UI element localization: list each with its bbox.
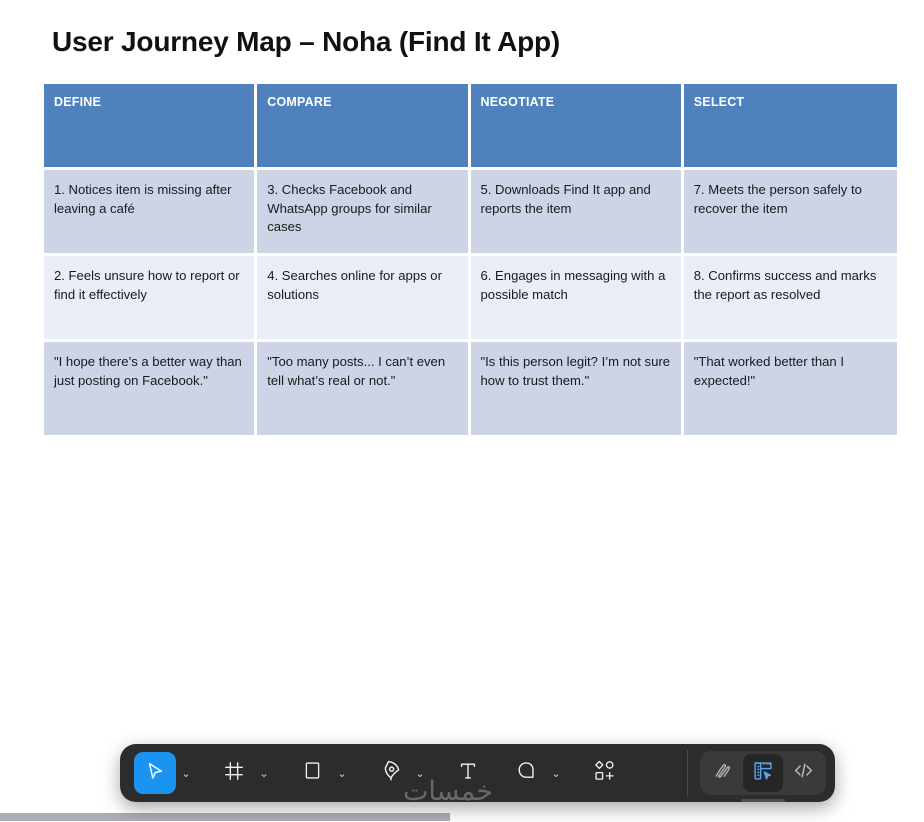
text-tool-button[interactable] bbox=[448, 753, 488, 793]
column-header-compare: COMPARE bbox=[257, 84, 471, 170]
pen-icon bbox=[379, 759, 402, 787]
table-cell: 6. Engages in messaging with a possible … bbox=[470, 256, 684, 342]
table-cell-quote: "Too many posts... I can’t even tell wha… bbox=[257, 342, 471, 435]
horizontal-scrollbar[interactable] bbox=[0, 812, 924, 822]
rectangle-tool-button[interactable] bbox=[292, 753, 332, 793]
toolbar-drag-handle[interactable] bbox=[741, 799, 785, 802]
table-cell: 5. Downloads Find It app and reports the… bbox=[470, 170, 684, 256]
comment-bubble-icon bbox=[515, 760, 537, 787]
table-row: "I hope there’s a better way than just p… bbox=[44, 342, 897, 435]
frame-tool-dropdown[interactable]: ⌄ bbox=[259, 767, 269, 780]
move-tool-dropdown[interactable]: ⌄ bbox=[181, 767, 191, 780]
scribble-icon bbox=[712, 760, 734, 787]
toolbar-divider bbox=[687, 750, 688, 796]
toolbar-primary-group: ⌄ ⌄ ⌄ bbox=[120, 744, 687, 802]
table-cell: 4. Searches online for apps or solutions bbox=[257, 256, 471, 342]
rectangle-tool-dropdown[interactable]: ⌄ bbox=[337, 767, 347, 780]
scribble-tool-button[interactable] bbox=[703, 754, 743, 792]
table-cell-quote: "That worked better than I expected!" bbox=[683, 342, 897, 435]
table-cell: 7. Meets the person safely to recover th… bbox=[683, 170, 897, 256]
table-header-row: DEFINE COMPARE NEGOTIATE SELECT bbox=[44, 84, 897, 170]
text-icon bbox=[457, 760, 479, 787]
page-title: User Journey Map – Noha (Find It App) bbox=[52, 26, 561, 57]
table-cell: 3. Checks Facebook and WhatsApp groups f… bbox=[257, 170, 471, 256]
column-header-negotiate: NEGOTIATE bbox=[470, 84, 684, 170]
actions-shapes-icon bbox=[593, 759, 616, 787]
horizontal-scrollbar-thumb[interactable] bbox=[0, 813, 450, 821]
table-cell-quote: "I hope there’s a better way than just p… bbox=[44, 342, 258, 435]
frame-icon bbox=[223, 760, 245, 787]
comment-tool-button[interactable] bbox=[506, 753, 546, 793]
rectangle-icon bbox=[302, 760, 323, 786]
journey-map-table: DEFINE COMPARE NEGOTIATE SELECT 1. Notic… bbox=[44, 84, 897, 435]
code-tool-button[interactable] bbox=[783, 754, 823, 792]
measure-tool-button[interactable] bbox=[743, 754, 783, 792]
table-row: 2. Feels unsure how to report or find it… bbox=[44, 256, 897, 342]
column-header-define: DEFINE bbox=[44, 84, 258, 170]
table-cell-quote: "Is this person legit? I’m not sure how … bbox=[470, 342, 684, 435]
dev-mode-ruler-icon bbox=[752, 760, 774, 787]
table-row: 1. Notices item is missing after leaving… bbox=[44, 170, 897, 256]
actions-tool-button[interactable] bbox=[584, 753, 624, 793]
move-tool-button[interactable] bbox=[134, 752, 176, 794]
table-cell: 1. Notices item is missing after leaving… bbox=[44, 170, 258, 256]
pen-tool-button[interactable] bbox=[370, 753, 410, 793]
toolbar-mode-group bbox=[700, 751, 826, 802]
column-header-select: SELECT bbox=[683, 84, 897, 170]
comment-tool-dropdown[interactable]: ⌄ bbox=[551, 767, 561, 780]
cursor-arrow-icon bbox=[144, 760, 166, 787]
table-cell: 8. Confirms success and marks the report… bbox=[683, 256, 897, 342]
code-brackets-icon bbox=[792, 759, 815, 787]
pen-tool-dropdown[interactable]: ⌄ bbox=[415, 767, 425, 780]
frame-tool-button[interactable] bbox=[214, 753, 254, 793]
bottom-toolbar: ⌄ ⌄ ⌄ bbox=[120, 744, 835, 802]
table-cell: 2. Feels unsure how to report or find it… bbox=[44, 256, 258, 342]
